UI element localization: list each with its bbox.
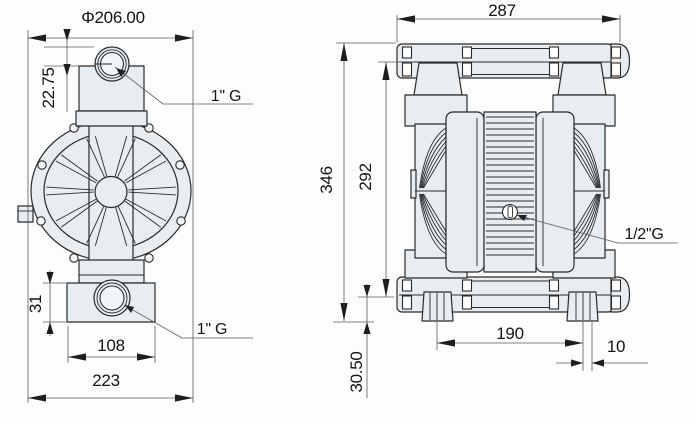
air-motor-core <box>483 111 537 273</box>
housing-spokes <box>46 135 176 247</box>
leader-top-port <box>114 66 253 105</box>
label-base-width: 108 <box>97 336 124 355</box>
chamber-clamp-right <box>603 169 610 199</box>
chamber-curves-left <box>419 127 447 255</box>
label-air-inlet: 1/2''G <box>625 226 664 243</box>
hub-circle <box>94 175 128 209</box>
label-overall-height: 346 <box>317 166 336 193</box>
dim-overall-width <box>396 15 621 42</box>
top-valve-collar <box>75 110 148 127</box>
label-overall-depth: 223 <box>92 371 119 390</box>
bottom-port-bore <box>99 285 125 311</box>
foot-right <box>566 291 599 322</box>
label-port-drop: 22.75 <box>39 67 58 108</box>
dimension-arrows <box>28 15 620 402</box>
label-ground-clearance: 30.50 <box>347 351 366 392</box>
label-foot-spacing: 190 <box>496 324 523 343</box>
side-view <box>17 46 192 323</box>
label-overall-width: 287 <box>488 1 515 20</box>
air-inlet-slot <box>507 205 513 219</box>
leader-bottom-port <box>123 304 253 339</box>
leader-air-inlet <box>515 214 678 244</box>
label-foot-offset: 10 <box>607 337 625 356</box>
dimension-labels: Φ206.00 22.75 1'' G 1'' G 31 108 223 287… <box>26 1 664 393</box>
label-top-port: 1'' G <box>211 88 241 105</box>
label-bottom-port: 1'' G <box>197 321 227 338</box>
foot-ribs <box>429 293 591 320</box>
top-manifold-clamps <box>401 46 622 77</box>
label-flange-diameter: Φ206.00 <box>81 8 144 27</box>
top-elbow-left <box>413 62 463 96</box>
dimension-lines <box>27 15 678 403</box>
dim-overall-depth <box>27 30 194 403</box>
label-body-height: 292 <box>356 163 375 190</box>
leader-arrow-top-port <box>116 68 126 77</box>
leader-arrow-bottom-port <box>125 305 134 313</box>
side-tab <box>17 205 34 223</box>
top-elbow-right <box>557 62 607 96</box>
dim-body-height <box>358 61 414 298</box>
front-view <box>396 43 631 322</box>
foot-left <box>421 291 454 322</box>
air-inlet-port <box>501 203 519 221</box>
strut-left <box>445 111 485 273</box>
dim-base-height <box>43 270 66 336</box>
core-cooling-ribs <box>486 116 534 256</box>
flange-bolt-holes <box>36 123 186 263</box>
chamber-curves-right <box>573 127 601 255</box>
bottom-manifold-clamps <box>401 279 622 310</box>
strut-right <box>535 111 575 273</box>
label-base-height: 31 <box>26 295 45 313</box>
leader-arrow-air-inlet <box>517 215 527 221</box>
chamber-clamp-left <box>410 169 417 199</box>
